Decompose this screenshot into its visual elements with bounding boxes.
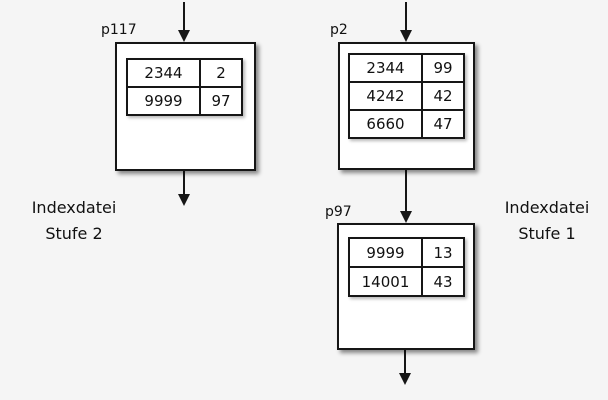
key-cell: 14001 <box>348 266 423 297</box>
down-arrow-head-icon <box>400 211 412 223</box>
key-cell: 9999 <box>126 86 201 116</box>
pointer-cell: 2 <box>199 58 243 88</box>
down-arrow-head-icon <box>178 194 190 206</box>
key-cell: 6660 <box>348 109 423 139</box>
pointer-cell: 47 <box>421 109 465 139</box>
pointer-cell: 42 <box>421 81 465 111</box>
arrow-shaft <box>183 2 185 32</box>
caption-line: Stufe 2 <box>45 224 103 243</box>
table-row: 9999 97 <box>126 86 243 116</box>
arrow-out-of-p97 <box>399 350 411 385</box>
table-row: 4242 42 <box>348 81 465 111</box>
table-row: 9999 13 <box>348 237 465 268</box>
node-label-p2: p2 <box>330 22 348 38</box>
down-arrow-head-icon <box>399 373 411 385</box>
caption-line: Indexdatei <box>31 198 117 217</box>
pointer-cell: 97 <box>199 86 243 116</box>
node-box-p97: 9999 13 14001 43 <box>337 223 475 350</box>
node-label-p117: p117 <box>101 22 137 38</box>
arrow-into-p2 <box>400 2 412 42</box>
key-cell: 2344 <box>348 53 423 83</box>
node-table-p97: 9999 13 14001 43 <box>348 237 465 297</box>
arrow-shaft <box>183 171 185 196</box>
node-table-p2: 2344 99 4242 42 6660 47 <box>348 53 465 139</box>
node-box-p2: 2344 99 4242 42 6660 47 <box>338 42 475 170</box>
arrow-shaft <box>405 170 407 213</box>
table-row: 14001 43 <box>348 266 465 297</box>
arrow-shaft <box>405 2 407 32</box>
arrow-out-of-p117 <box>178 171 190 206</box>
key-cell: 4242 <box>348 81 423 111</box>
arrow-into-p117 <box>178 2 190 42</box>
down-arrow-head-icon <box>400 30 412 42</box>
key-cell: 2344 <box>126 58 201 88</box>
caption-line: Indexdatei <box>504 198 590 217</box>
down-arrow-head-icon <box>178 30 190 42</box>
pointer-cell: 43 <box>421 266 465 297</box>
table-row: 6660 47 <box>348 109 465 139</box>
arrow-p2-to-p97 <box>400 170 412 223</box>
caption-indexdatei-stufe-1: Indexdatei Stufe 1 <box>486 195 608 247</box>
key-cell: 9999 <box>348 237 423 268</box>
node-table-p117: 2344 2 9999 97 <box>126 58 243 116</box>
caption-indexdatei-stufe-2: Indexdatei Stufe 2 <box>10 195 138 247</box>
table-row: 2344 99 <box>348 53 465 83</box>
node-label-p97: p97 <box>325 204 352 220</box>
caption-line: Stufe 1 <box>518 224 576 243</box>
node-box-p117: 2344 2 9999 97 <box>115 42 256 171</box>
table-row: 2344 2 <box>126 58 243 88</box>
pointer-cell: 13 <box>421 237 465 268</box>
arrow-shaft <box>404 350 406 375</box>
pointer-cell: 99 <box>421 53 465 83</box>
